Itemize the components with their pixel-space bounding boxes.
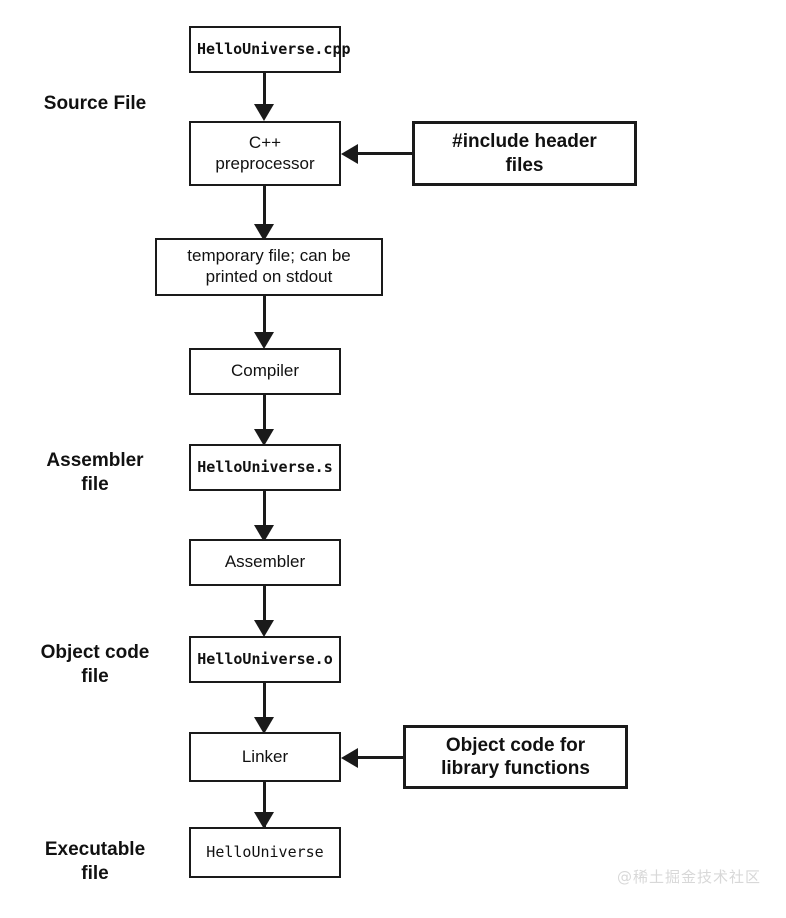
- box-assembler[interactable]: Assembler: [189, 539, 341, 586]
- watermark-text: @稀土掘金技术社区: [617, 868, 762, 886]
- stage-label-executable-file: Executable file: [44, 839, 146, 884]
- arrowhead-library-to-linker: [341, 748, 358, 768]
- box-linker[interactable]: Linker: [189, 732, 341, 782]
- box-assembly-file[interactable]: HelloUniverse.s: [189, 444, 341, 491]
- connector-library-to-linker: [357, 756, 403, 759]
- box-linker-label: Linker: [241, 746, 289, 766]
- connector-linker-to-executable: [263, 782, 266, 827]
- box-object-file[interactable]: HelloUniverse.o: [189, 636, 341, 683]
- box-library-objects-label: Object code for library functions: [441, 734, 590, 779]
- box-include-headers[interactable]: #include header files: [412, 121, 637, 186]
- box-temporary-file[interactable]: temporary file; can be printed on stdout: [155, 238, 383, 296]
- box-preprocessor-label: C++ preprocessor: [215, 132, 315, 173]
- stage-label-object-code-file: Object code file: [40, 642, 150, 687]
- connector-source-to-preprocessor: [263, 73, 266, 108]
- box-temporary-file-label: temporary file; can be printed on stdout: [187, 246, 351, 286]
- box-include-headers-label: #include header files: [452, 131, 597, 176]
- arrowhead-source-to-preprocessor: [254, 104, 274, 121]
- box-preprocessor[interactable]: C++ preprocessor: [189, 121, 341, 186]
- connector-assembly-to-assembler: [263, 491, 266, 536]
- connector-headers-to-preprocessor: [357, 152, 412, 155]
- arrowhead-headers-to-preprocessor: [341, 144, 358, 164]
- connector-temp-to-compiler: [263, 296, 266, 336]
- box-source-cpp[interactable]: HelloUniverse.cpp: [189, 26, 351, 73]
- arrowhead-preprocessor-to-temp: [254, 224, 274, 241]
- box-executable[interactable]: HelloUniverse: [189, 827, 341, 878]
- box-library-objects[interactable]: Object code for library functions: [403, 725, 628, 789]
- arrowhead-compiler-to-assembly: [254, 429, 274, 446]
- arrowhead-temp-to-compiler: [254, 332, 274, 349]
- box-object-file-label: HelloUniverse.o: [197, 650, 333, 669]
- box-assembly-file-label: HelloUniverse.s: [197, 458, 333, 477]
- arrowhead-assembler-to-object: [254, 620, 274, 637]
- stage-label-assembler-file: Assembler file: [46, 450, 144, 495]
- stage-label-source-file: Source File: [43, 93, 147, 114]
- box-compiler[interactable]: Compiler: [189, 348, 341, 395]
- connector-assembler-to-object: [263, 586, 266, 631]
- box-executable-label: HelloUniverse: [206, 843, 324, 862]
- connector-compiler-to-assembly: [263, 395, 266, 440]
- arrowhead-object-to-linker: [254, 717, 274, 734]
- connector-preprocessor-to-temp: [263, 186, 266, 228]
- connector-object-to-linker: [263, 683, 266, 728]
- box-source-cpp-label: HelloUniverse.cpp: [197, 40, 351, 59]
- arrowhead-linker-to-executable: [254, 812, 274, 829]
- box-compiler-label: Compiler: [230, 361, 300, 381]
- arrowhead-assembly-to-assembler: [254, 525, 274, 542]
- box-assembler-label: Assembler: [224, 552, 306, 572]
